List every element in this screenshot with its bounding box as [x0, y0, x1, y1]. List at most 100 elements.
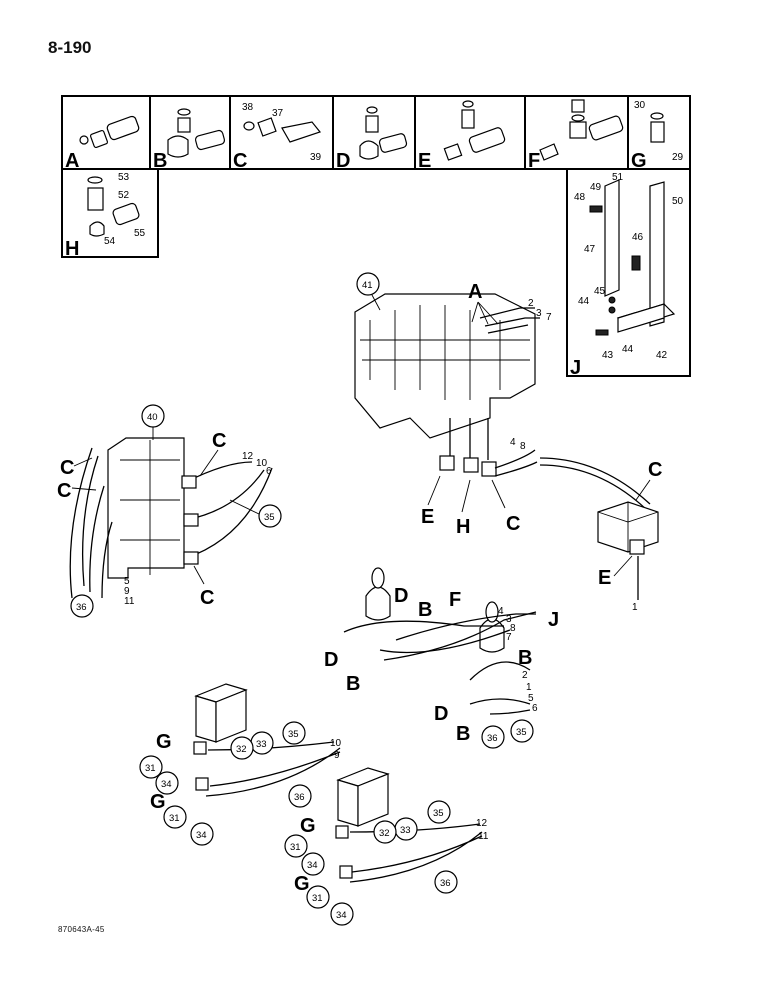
label-d-mid3: D	[434, 703, 448, 725]
fitting-b	[167, 108, 226, 158]
callout-47: 47	[584, 244, 596, 255]
callout-38: 38	[242, 102, 254, 113]
callout-52: 52	[118, 190, 130, 201]
fitting-e	[443, 100, 506, 161]
label-f-mid: F	[449, 589, 461, 611]
valve-assembly-41: 41 A 2 3 7 4 8 E H C	[354, 272, 651, 538]
line-9: 9	[124, 586, 130, 597]
callout-43: 43	[602, 350, 614, 361]
frame-letter-g: G	[631, 150, 647, 172]
callout-30: 30	[634, 100, 646, 111]
callout-44: 44	[578, 296, 590, 307]
callout-31-lr-a: 31	[290, 842, 301, 853]
label-e-41: E	[421, 506, 434, 528]
frame-letter-j: J	[570, 357, 581, 379]
label-b-mid2: B	[346, 673, 360, 695]
fitting-f	[539, 99, 624, 161]
callout-44-lower: 44	[622, 344, 634, 355]
label-g-ll2: G	[150, 791, 166, 813]
label-a: A	[468, 281, 482, 303]
line-6-mid: 6	[532, 703, 538, 714]
callout-36-lr: 36	[440, 878, 451, 889]
line-2: 2	[528, 298, 534, 309]
callout-35-valve40: 35	[264, 512, 275, 523]
frame-letter-e: E	[418, 150, 431, 172]
frame-letter-d: D	[336, 150, 350, 172]
line-4: 4	[510, 437, 516, 448]
callout-29: 29	[672, 152, 684, 163]
line-12-lr: 12	[476, 818, 488, 829]
callout-31-lr-b: 31	[312, 893, 323, 904]
label-g-lr2: G	[294, 873, 310, 895]
label-c-left2: C	[57, 480, 71, 502]
callout-34-lr-a: 34	[307, 860, 318, 871]
line-11-lr: 11	[478, 831, 489, 842]
callout-39: 39	[310, 152, 322, 163]
bracket-j: 51 49 48 50 46 47 45 44 43 44 42	[574, 172, 684, 361]
label-c-right: C	[648, 459, 662, 481]
callout-35-ll: 35	[288, 729, 299, 740]
line-10-ll: 10	[330, 738, 342, 749]
callout-34-ll-b: 34	[196, 830, 207, 841]
callout-42: 42	[656, 350, 668, 361]
label-b-mid4: B	[456, 723, 470, 745]
frame-letter-c: C	[233, 150, 247, 172]
callout-54: 54	[104, 236, 116, 247]
pilot-control-lower-right: 35 33 32 31 34 31 34 36 G G 12 11	[284, 767, 489, 926]
frame-letter-b: B	[153, 150, 167, 172]
callout-51: 51	[612, 172, 624, 183]
line-9-ll: 9	[334, 750, 340, 761]
fitting-c: 38 37 39	[242, 102, 322, 163]
line-6: 6	[266, 466, 272, 477]
callout-40: 40	[147, 412, 158, 423]
callout-36-mid: 36	[487, 733, 498, 744]
line-4-mid: 4	[498, 606, 504, 617]
callout-36-valve40: 36	[76, 602, 87, 613]
line-3-mid: 3	[506, 614, 512, 625]
line-5: 5	[124, 576, 130, 587]
callout-35-mid: 35	[516, 727, 527, 738]
callout-33-ll: 33	[256, 739, 267, 750]
callout-36-ll: 36	[294, 792, 305, 803]
line-11: 11	[124, 596, 135, 607]
callout-41: 41	[362, 280, 373, 291]
line-8: 8	[520, 441, 526, 452]
page-number: 8-190	[48, 38, 92, 57]
label-d-mid1: D	[394, 585, 408, 607]
callout-55: 55	[134, 228, 146, 239]
callout-37: 37	[272, 108, 284, 119]
valve-assembly-40: 40 12 10 6 35 C C C C 5 9 11 36	[57, 404, 282, 618]
callout-50: 50	[672, 196, 684, 207]
callout-31-ll-b: 31	[169, 813, 180, 824]
label-g-ll1: G	[156, 731, 172, 753]
callout-31-ll-a: 31	[145, 763, 156, 774]
callout-32-ll: 32	[236, 744, 247, 755]
line-2-mid: 2	[522, 670, 528, 681]
callout-48: 48	[574, 192, 586, 203]
line-1-mid: 1	[526, 682, 532, 693]
label-j-mid: J	[548, 609, 559, 631]
label-c-bottom: C	[200, 587, 214, 609]
line-12: 12	[242, 451, 254, 462]
line-7: 7	[546, 312, 552, 323]
label-b-mid3: B	[518, 647, 532, 669]
document-code: 870643A-45	[58, 925, 105, 934]
label-d-mid2: D	[324, 649, 338, 671]
callout-53: 53	[118, 172, 130, 183]
fitting-h: 53 52 54 55	[87, 172, 146, 247]
fitting-a	[79, 115, 140, 149]
fitting-d	[359, 106, 408, 160]
line-3: 3	[536, 308, 542, 319]
frame-letter-a: A	[65, 150, 79, 172]
label-b-mid1: B	[418, 599, 432, 621]
detail-frames: A B C D E F G H J 38 37 39	[61, 95, 691, 379]
label-c-left1: C	[60, 457, 74, 479]
callout-46: 46	[632, 232, 644, 243]
label-g-lr1: G	[300, 815, 316, 837]
line-5-mid: 5	[528, 693, 534, 704]
label-c-41: C	[506, 513, 520, 535]
label-e-right: E	[598, 567, 611, 589]
right-fitting: C E 1	[597, 459, 662, 613]
callout-33-lr: 33	[400, 825, 411, 836]
